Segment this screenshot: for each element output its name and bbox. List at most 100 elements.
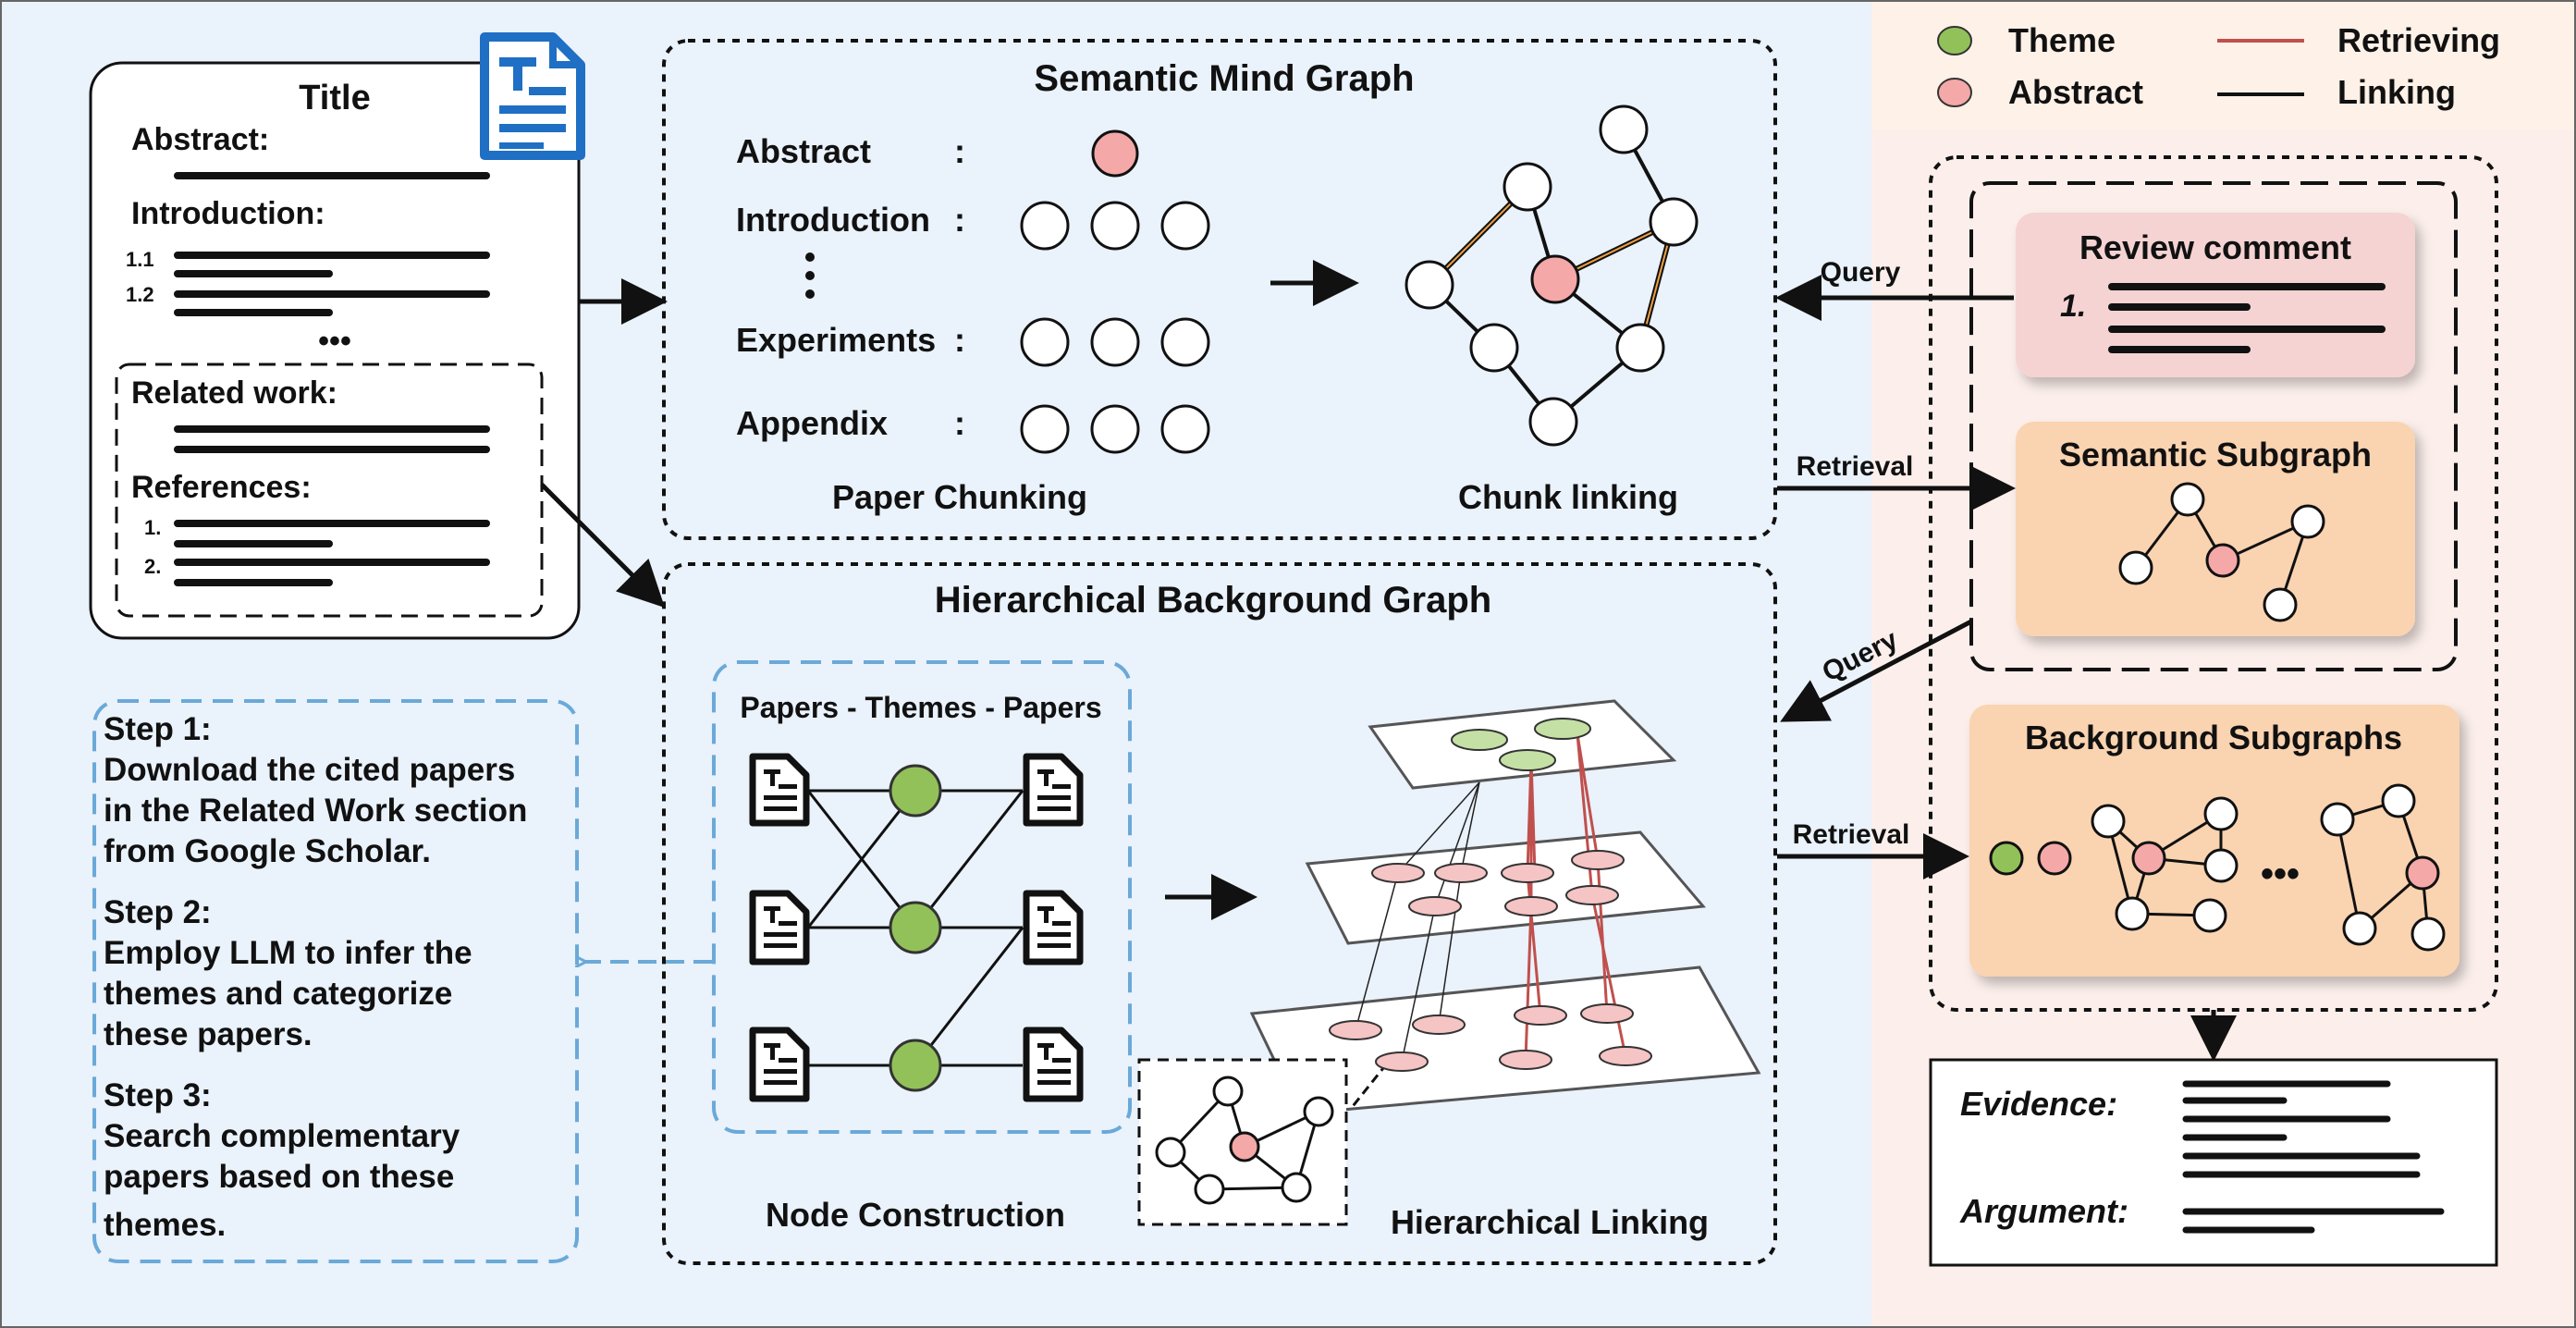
paper-node	[1408, 896, 1462, 916]
paper-icon	[1023, 1027, 1084, 1102]
chunk-node	[1160, 201, 1210, 251]
graph-node	[2192, 898, 2227, 933]
step-1-line-2: in the Related Work section	[104, 793, 527, 829]
semantic-subgraph-title: Semantic Subgraph	[2059, 436, 2372, 473]
paper-node	[1580, 1003, 1634, 1024]
steps-box: Step 1: Download the cited papers in the…	[92, 699, 579, 1263]
graph-node	[1528, 397, 1578, 447]
abstract-graph-node	[2131, 841, 2166, 876]
step-3-line-2: papers based on these	[104, 1159, 454, 1195]
graph-node	[2170, 482, 2205, 517]
row-colon: :	[954, 321, 965, 359]
step-2-line-3: these papers.	[104, 1016, 313, 1052]
paper-node	[1329, 1020, 1382, 1040]
step-1-line-3: from Google Scholar.	[104, 833, 431, 869]
hierarchical-layers	[1249, 699, 1761, 1115]
paper-node	[1375, 1051, 1429, 1072]
row-label-appendix: Appendix	[736, 404, 888, 442]
chunk-node	[1020, 404, 1070, 454]
node-construction-dashed-box	[712, 660, 1132, 1134]
top-layer	[1368, 699, 1677, 790]
background-subgraphs-title: Background Subgraphs	[2025, 719, 2402, 756]
graph-node	[1155, 1137, 1186, 1168]
graph-node	[2263, 587, 2298, 622]
legend-theme-label: Theme	[2008, 21, 2116, 59]
paper-node	[1599, 1046, 1652, 1066]
paper-icon	[749, 890, 810, 965]
papers-themes-papers-title: Papers - Themes - Papers	[740, 691, 1101, 724]
graph-node	[2203, 848, 2239, 883]
paper-sub-1: 1.1	[126, 248, 154, 271]
theme-node	[889, 764, 942, 818]
graph-node	[2203, 796, 2239, 831]
review-comment-title: Review comment	[2079, 228, 2351, 266]
arrow-related-to-background	[540, 483, 666, 609]
hierarchical-background-graph-frame	[662, 562, 1777, 1265]
step-2-label: Step 2:	[104, 894, 212, 930]
chunk-node	[1160, 404, 1210, 454]
step-3-line-1: Search complementary	[104, 1118, 460, 1154]
row-label-abstract: Abstract	[736, 132, 871, 170]
step-1-line-1: Download the cited papers	[104, 752, 515, 788]
graph-node	[2320, 802, 2355, 837]
graph-node	[1599, 105, 1649, 154]
paper-icon	[749, 753, 810, 827]
review-comment-card: Review comment 1.	[2016, 213, 2415, 377]
review-comment-number: 1.	[2060, 289, 2086, 324]
semantic-mind-graph-title: Semantic Mind Graph	[1034, 58, 1414, 99]
abstract-graph-node	[1229, 1131, 1260, 1162]
vertical-dot	[805, 289, 815, 299]
step-1-label: Step 1:	[104, 711, 212, 747]
row-colon: :	[954, 132, 965, 170]
paper-node	[1434, 863, 1488, 883]
theme-node	[1499, 749, 1556, 771]
abstract-graph-node	[2037, 841, 2072, 876]
abstract-graph-node	[2405, 855, 2440, 891]
graph-node	[1212, 1076, 1244, 1107]
paper-node	[1565, 885, 1619, 905]
paper-node	[1371, 863, 1425, 883]
paper-node	[1504, 896, 1558, 916]
theme-node	[889, 901, 942, 954]
graph-node	[2091, 804, 2126, 839]
paper-node	[1499, 1050, 1552, 1070]
retrieval-2-label: Retrieval	[1793, 819, 1910, 850]
argument-label: Argument:	[1959, 1192, 2128, 1230]
graph-node	[1281, 1172, 1312, 1203]
semantic-mind-graph: Semantic Mind Graph Abstract : Introduct…	[662, 39, 1777, 540]
legend-abstract-label: Abstract	[2008, 73, 2143, 111]
paper-abstract-label: Abstract:	[131, 122, 269, 157]
paper-references-label: References:	[131, 470, 312, 505]
steps-dashed-frame	[92, 699, 579, 1263]
row-label-experiments: Experiments	[736, 321, 936, 359]
legend-abstract-swatch	[1937, 78, 1972, 107]
row-colon: :	[954, 201, 965, 239]
semantic-subgraph-card: Semantic Subgraph	[2016, 422, 2415, 636]
graph-node	[1615, 323, 1665, 373]
related-work-dashed-box	[115, 363, 544, 618]
abstract-graph-node	[2205, 543, 2240, 578]
legend-theme-swatch	[1937, 26, 1972, 55]
hierarchical-background-graph: Hierarchical Background Graph Papers - T…	[662, 562, 1777, 1265]
graph-node	[2290, 504, 2325, 539]
step-2-line-1: Employ LLM to infer the	[104, 935, 472, 971]
document-icon	[480, 32, 585, 160]
output-box: Evidence: Argument:	[1929, 1058, 2498, 1267]
graph-node	[1503, 162, 1552, 212]
arrow-query-2	[1780, 619, 1973, 722]
paper-icon	[1023, 890, 1084, 965]
retrieval-panel: Review comment 1. Semantic Subgraph Back…	[1929, 155, 2498, 1267]
zoom-inset	[1137, 1058, 1348, 1226]
paper-icon	[1023, 753, 1084, 827]
paper-node	[1501, 863, 1554, 883]
theme-node	[1451, 729, 1508, 751]
graph-node	[2115, 896, 2150, 931]
abstract-graph-node	[1530, 254, 1580, 304]
theme-node	[889, 1039, 942, 1092]
chunk-linking-graph	[1405, 105, 1699, 447]
abstract-chunk-node	[1091, 129, 1139, 178]
background-subgraphs-ellipsis: •••	[2261, 854, 2300, 894]
chunk-node	[1020, 317, 1070, 367]
node-construction-label: Node Construction	[766, 1196, 1065, 1234]
